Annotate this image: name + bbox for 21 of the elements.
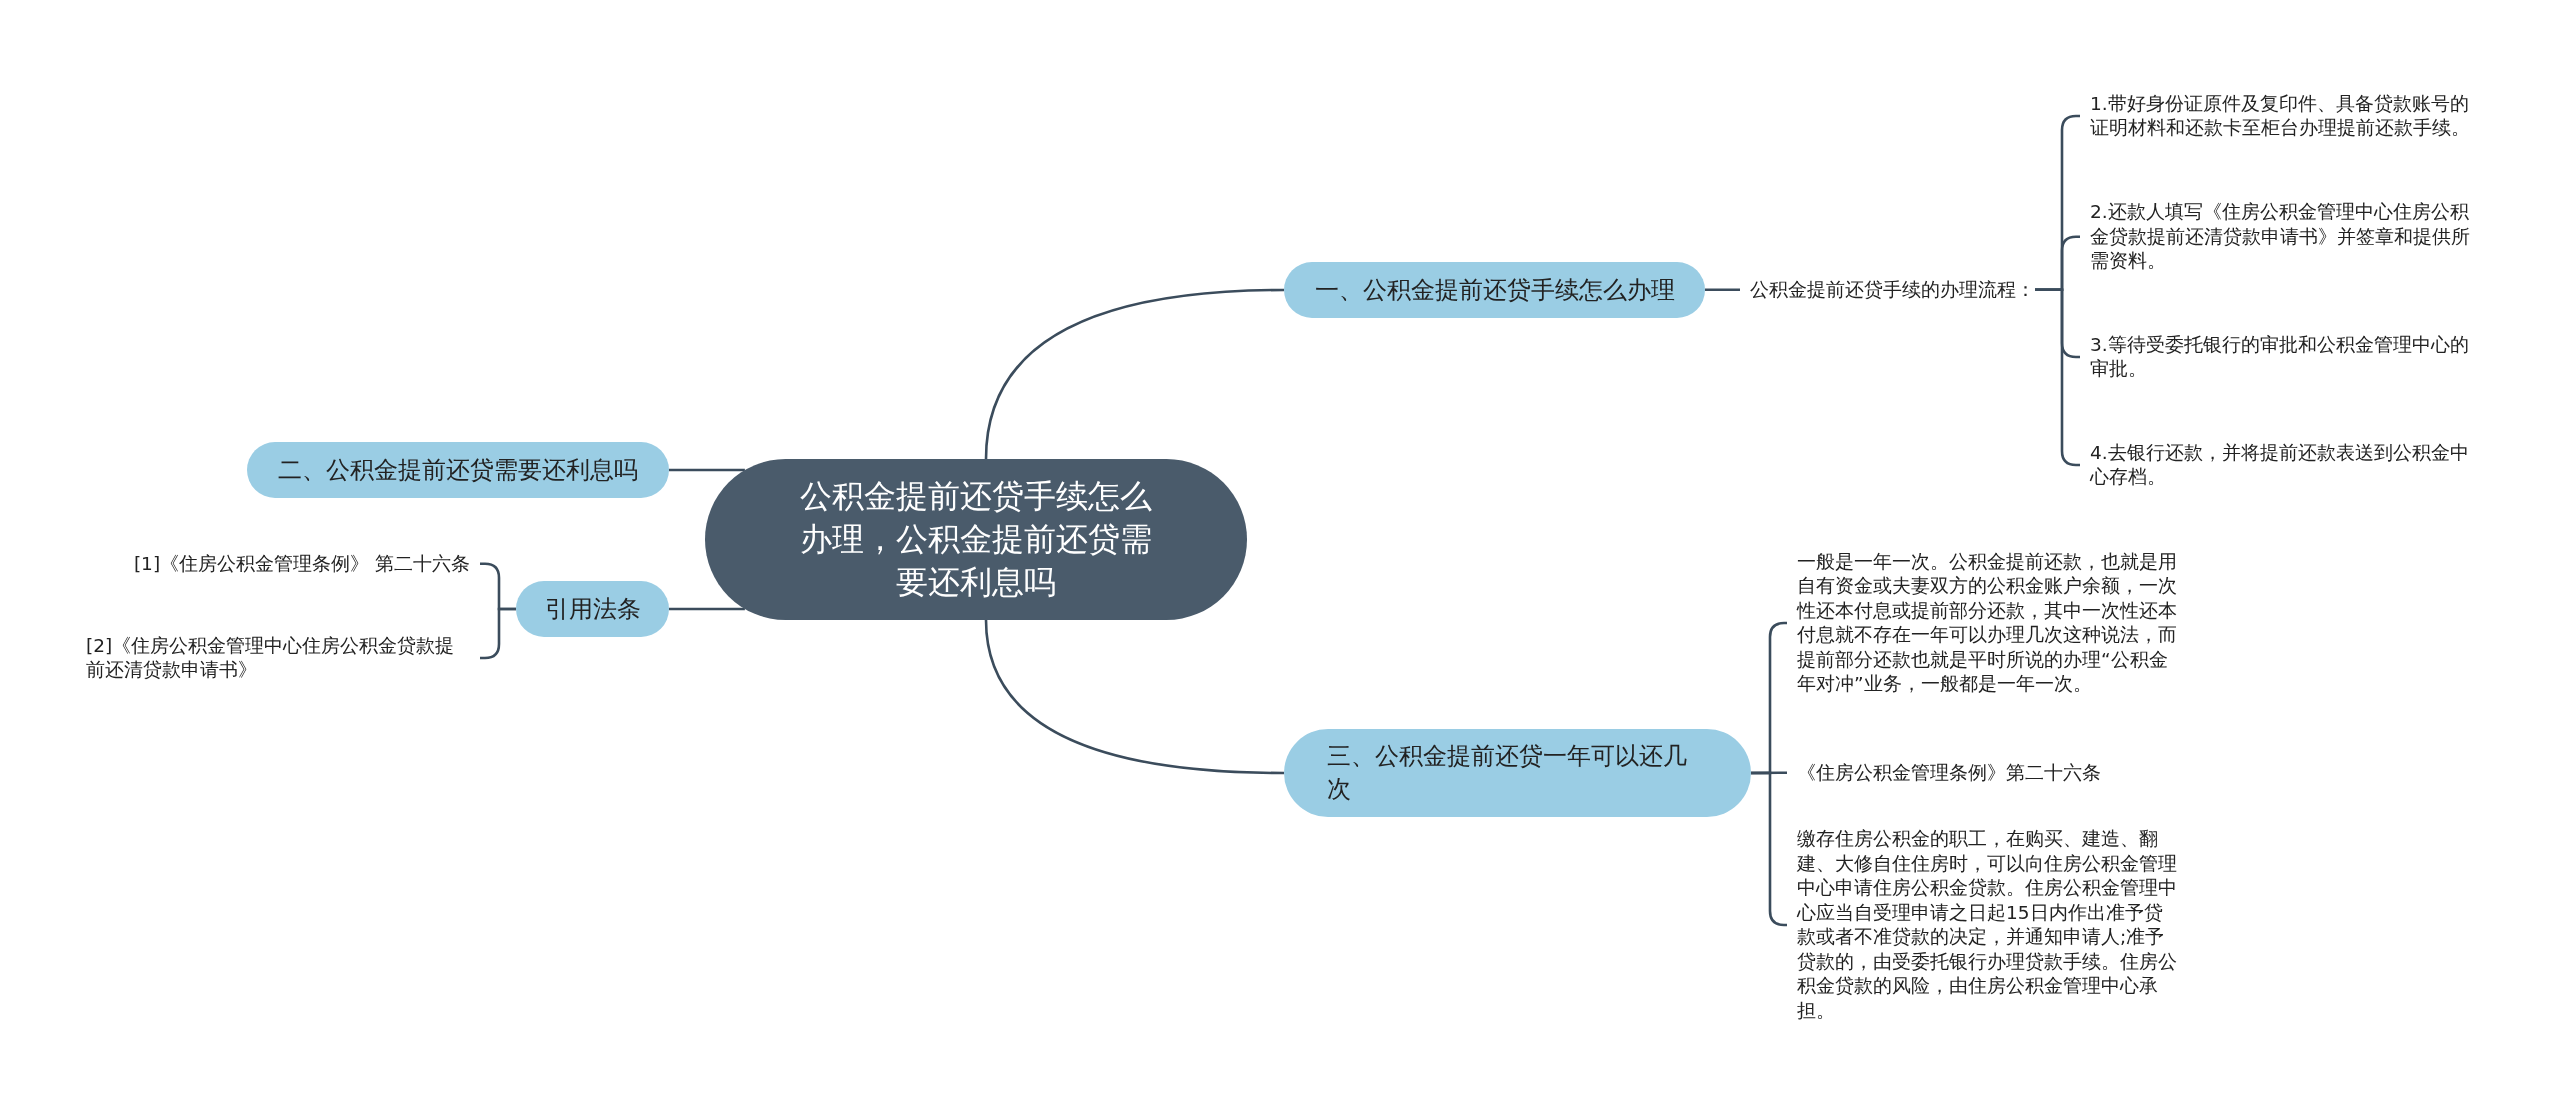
subtopic-text: 《住房公积金管理条例》第二十六条	[1787, 760, 2179, 785]
connector-line	[1705, 288, 1740, 292]
subtopic-text: 4.去银行还款，并将提前还款表送到公积金中心存档。	[2080, 440, 2472, 490]
subtopic-text: 缴存住房公积金的职工，在购买、建造、翻建、大修自住住房时，可以向住房公积金管理中心申请住房公积金贷款。住房公积金管理中心应当自受理申请之日起15日内作出准予贷款或者不准贷款的决定，并通知申请人;准予贷款的，由受委托银行办理贷款手续。住房公积金贷款的风险，由住房公积金管理中心承担。	[1787, 827, 2179, 1023]
subtopic-text: 1.带好身份证原件及复印件、具备贷款账号的证明材料和还款卡至柜台办理提前还款手续。	[2080, 91, 2472, 141]
topic-node: 三、公积金提前还贷一年可以还几次	[1284, 729, 1751, 817]
subtopic-text: 一般是一年一次。公积金提前还款，也就是用自有资金或夫妻双方的公积金账户余额，一次性还本付息或提前部分还款，其中一次性还本付息就不存在一年可以办理几次这种说法，而提前部分还款也就是平时所说的办理“公积金年对冲”业务，一般都是一年一次。	[1787, 549, 2179, 697]
topic-node: 二、公积金提前还贷需要还利息吗	[247, 442, 669, 498]
central-topic: 公积金提前还贷手续怎么办理，公积金提前还贷需要还利息吗	[705, 459, 1247, 620]
topic-node: 引用法条	[516, 581, 669, 637]
topic-node: 一、公积金提前还贷手续怎么办理	[1284, 262, 1705, 318]
connector-line	[669, 607, 745, 611]
subtopic-text: 2.还款人填写《住房公积金管理中心住房公积金贷款提前还清贷款申请书》并签章和提供所需资料。	[2080, 200, 2472, 274]
bracket-connector	[480, 607, 516, 660]
connector-line	[984, 288, 1285, 460]
connector-line	[984, 619, 1285, 775]
subtopic-text: [1]《住房公积金管理条例》 第二十六条	[120, 551, 480, 576]
subtopic-text: 3.等待受委托银行的审批和公积金管理中心的审批。	[2080, 332, 2472, 382]
subtopic-text: [2]《住房公积金管理中心住房公积金贷款提前还清贷款申请书》	[86, 633, 480, 683]
connector-line	[669, 468, 745, 472]
subtopic-text: 公积金提前还贷手续的办理流程：	[1740, 277, 2035, 302]
